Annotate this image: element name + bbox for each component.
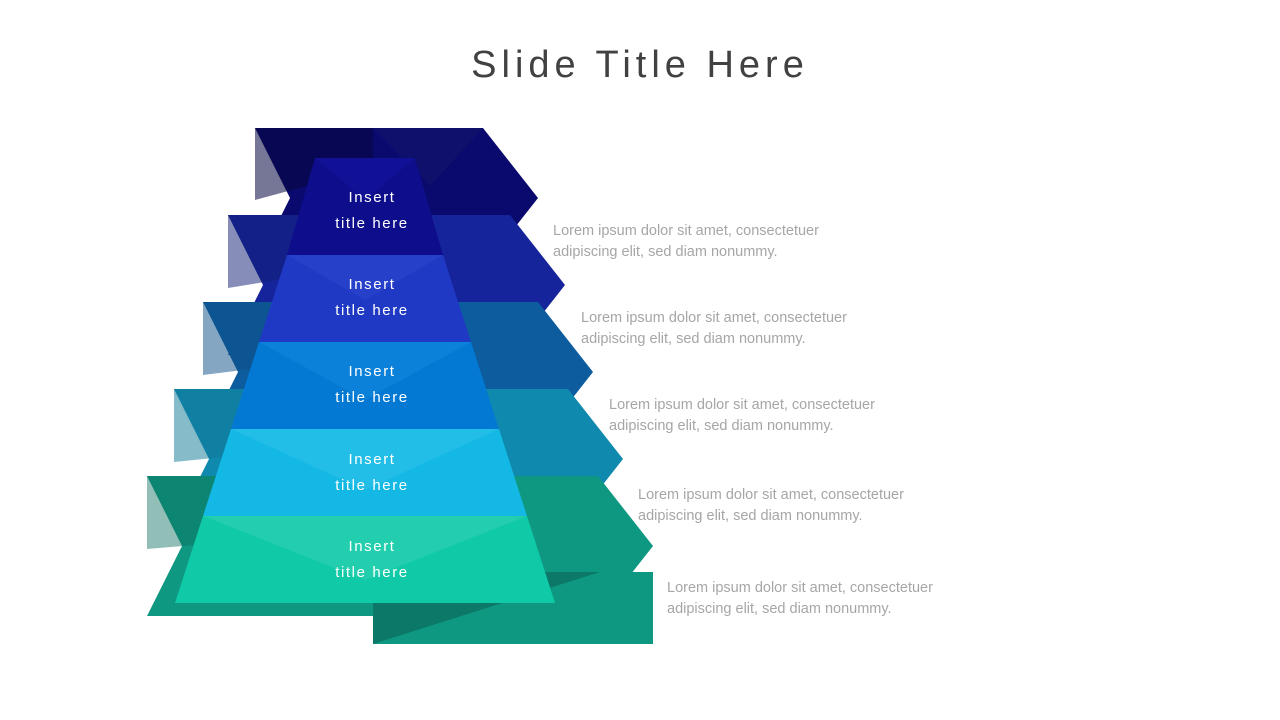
tier-facet-3: [259, 342, 471, 400]
tier-label-2-line1: Insert: [348, 276, 395, 293]
pyramid-tier-3[interactable]: Insert title here: [231, 342, 499, 429]
tier-label-3-line2: title here: [335, 389, 409, 406]
banner-highlight-level-1: [373, 128, 483, 186]
tier-facet-1: [315, 158, 415, 200]
tier-shape-1: [287, 158, 443, 255]
description-level-5: Lorem ipsum dolor sit amet, consectetuer…: [667, 580, 933, 617]
tier-label-2-line2: title here: [335, 302, 409, 319]
pyramid-tier-4[interactable]: Insert title here: [203, 429, 527, 516]
page-title: Slide Title Here: [471, 44, 809, 86]
description-level-2: Lorem ipsum dolor sit amet, consectetuer…: [581, 310, 847, 347]
tier-label-4-line1: Insert: [348, 451, 395, 468]
pyramid-tier-1[interactable]: Insert title here: [287, 158, 443, 255]
pyramid-tier-2[interactable]: Insert title here: [259, 255, 471, 342]
tier-label-1-line1: Insert: [348, 189, 395, 206]
description-level-3: Lorem ipsum dolor sit amet, consectetuer…: [609, 397, 875, 434]
description-level-1: Lorem ipsum dolor sit amet, consectetuer…: [553, 223, 819, 260]
tier-facet-4: [231, 429, 499, 490]
tier-label-5-line1: Insert: [348, 538, 395, 555]
pyramid-tier-5[interactable]: Insert title here: [175, 516, 555, 603]
tier-label-4-line2: title here: [335, 477, 409, 494]
tier-label-1-line2: title here: [335, 215, 409, 232]
description-level-4: Lorem ipsum dolor sit amet, consectetuer…: [638, 487, 904, 524]
tier-facet-5: [203, 516, 527, 580]
tier-facet-2: [287, 255, 443, 300]
tier-label-3-line1: Insert: [348, 363, 395, 380]
tier-label-5-line2: title here: [335, 564, 409, 581]
